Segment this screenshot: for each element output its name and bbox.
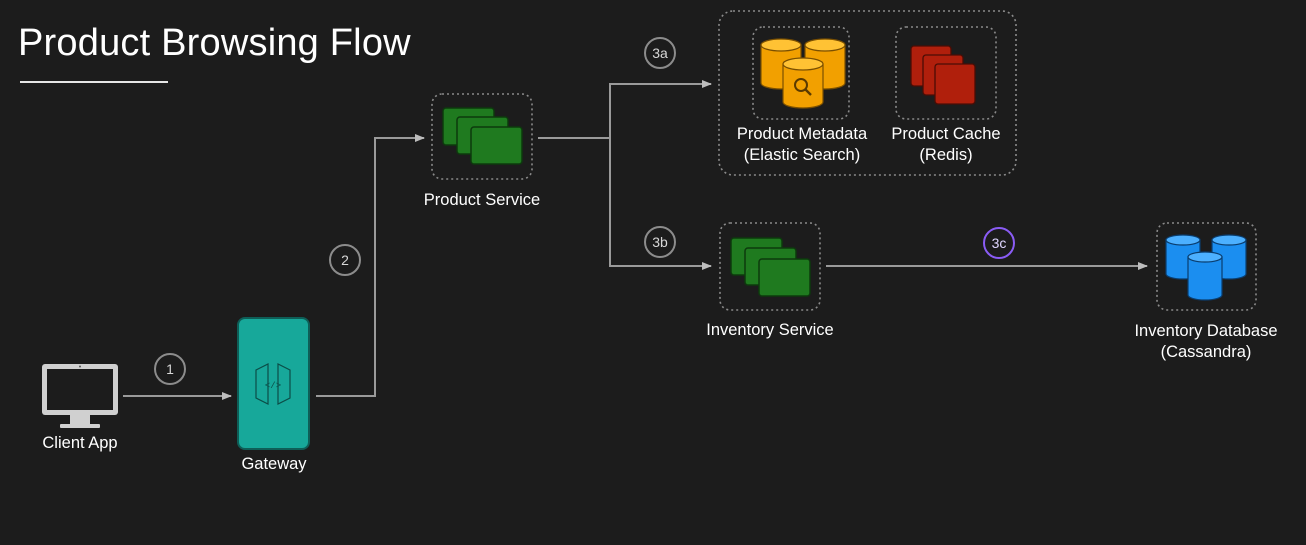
step-3c-badge: 3c — [983, 227, 1015, 259]
step-2-badge: 2 — [329, 244, 361, 276]
database-cluster-icon — [1156, 222, 1257, 311]
page-title: Product Browsing Flow — [18, 22, 411, 64]
monitor-icon — [42, 364, 118, 428]
inventory-database-name: Inventory Database — [1134, 322, 1278, 340]
step-3a-badge: 3a — [644, 37, 676, 69]
product-cache-tech: (Redis) — [919, 146, 973, 164]
connectors — [123, 80, 1148, 400]
svg-text:</>: </> — [265, 381, 281, 391]
inventory-database-label: Inventory Database (Cassandra) — [1120, 321, 1292, 363]
arrow-to-datastores — [609, 80, 712, 138]
cache-stack-icon — [895, 26, 997, 120]
product-cache-name: Product Cache — [891, 125, 1001, 143]
product-service-icon — [431, 93, 533, 180]
step-1-badge: 1 — [154, 353, 186, 385]
product-metadata-label: Product Metadata (Elastic Search) — [724, 124, 880, 166]
gateway-label: Gateway — [241, 455, 307, 473]
inventory-service-icon — [719, 222, 821, 311]
inventory-database-tech: (Cassandra) — [1160, 343, 1252, 361]
search-database-icon — [752, 26, 850, 120]
arrow-to-inventory-service — [609, 138, 712, 270]
product-service-label: Product Service — [423, 191, 541, 209]
product-metadata-name: Product Metadata — [736, 125, 868, 143]
inventory-service-label: Inventory Service — [706, 321, 834, 339]
api-gateway-icon: </> — [237, 317, 310, 450]
step-3b-badge: 3b — [644, 226, 676, 258]
title-underline — [20, 81, 168, 83]
client-app-label: Client App — [42, 434, 118, 452]
product-cache-label: Product Cache (Redis) — [876, 124, 1016, 166]
arrow-gateway-to-product-service — [316, 134, 425, 397]
product-metadata-tech: (Elastic Search) — [743, 146, 861, 164]
